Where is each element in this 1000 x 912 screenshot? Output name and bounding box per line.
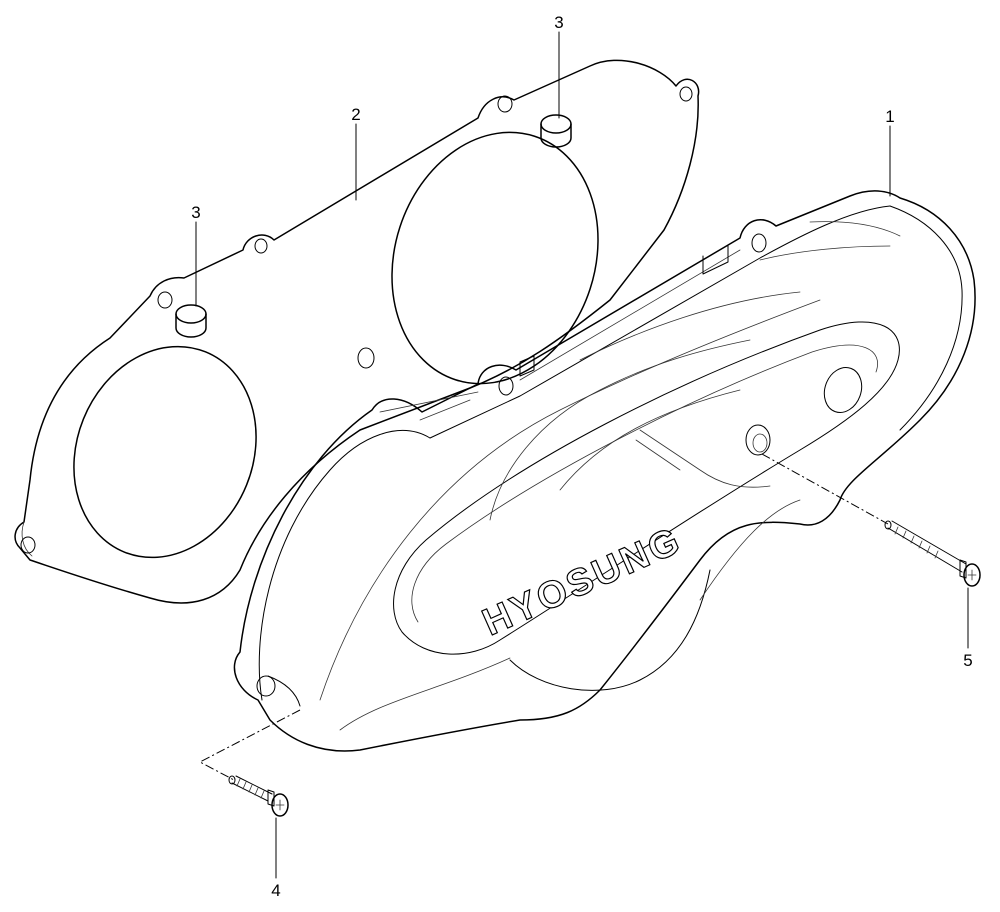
brand-embossed-text: HYOSUNG xyxy=(477,519,689,644)
gasket-hole xyxy=(497,95,513,113)
crankcase-cover: HYOSUNG xyxy=(233,190,976,752)
gasket-hole xyxy=(157,291,173,309)
callout-4: 4 xyxy=(271,881,280,900)
callout-2: 2 xyxy=(351,105,360,124)
gasket-hole xyxy=(357,347,375,369)
kickstart-hole xyxy=(823,367,863,413)
gasket xyxy=(14,59,700,604)
mount-hole-rear xyxy=(256,675,276,697)
assembly-line-screw-4 xyxy=(198,709,301,781)
gasket-opening-front xyxy=(391,131,599,385)
mount-hole xyxy=(751,233,767,253)
callout-1: 1 xyxy=(885,107,894,126)
screw-short xyxy=(228,775,289,817)
screw-long xyxy=(884,520,981,587)
gasket-hole xyxy=(254,238,268,254)
gasket-opening-rear xyxy=(73,345,257,559)
mount-hole xyxy=(498,376,514,396)
bolt-hole xyxy=(745,424,771,456)
dowel-pin xyxy=(540,114,572,148)
gasket-hole xyxy=(20,536,36,554)
assembly-line-screw-5 xyxy=(761,453,889,525)
gasket-hole xyxy=(679,86,693,102)
callout-3: 3 xyxy=(554,13,563,32)
dowel-pin xyxy=(175,304,207,338)
callout-3: 3 xyxy=(191,203,200,222)
callout-5: 5 xyxy=(963,651,972,670)
